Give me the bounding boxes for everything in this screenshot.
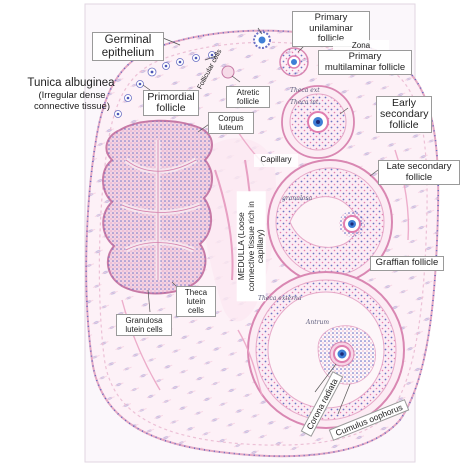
- note-granulosa: granulosa: [282, 195, 313, 202]
- label-tunica-subtitle: (Irregular dense connective tissue): [33, 90, 111, 112]
- corpus-luteum: [102, 119, 213, 295]
- label-atretic-follicle: Atretic follicle: [226, 86, 270, 108]
- label-primordial-follicle: Primordial follicle: [143, 90, 199, 116]
- label-germinal-epithelium: Germinal epithelium: [92, 32, 164, 61]
- label-graffian-follicle: Graffian follicle: [370, 256, 444, 271]
- label-medulla: MEDULLA (Loose connective tissue rich in…: [236, 191, 266, 302]
- label-tunica-albuginea: Tunica albuginea: [27, 77, 115, 89]
- label-theca-lutein-cells: Theca lutein cells: [176, 286, 216, 317]
- note-theca-externa: Theca externa: [258, 295, 302, 302]
- note-antrum: Antrum: [306, 319, 330, 326]
- label-late-secondary-follicle: Late secondary follicle: [378, 160, 460, 185]
- label-capillary: Capillary: [254, 154, 298, 167]
- note-theca-int: Theca int: [290, 99, 319, 106]
- early-secondary-follicle: [281, 85, 355, 159]
- atretic-follicle: [221, 65, 235, 79]
- primary-unilaminar-follicle: [253, 31, 271, 49]
- primary-multilaminar-follicle: [279, 47, 309, 77]
- label-early-secondary-follicle: Early secondary follicle: [376, 96, 432, 133]
- late-secondary-follicle: [267, 159, 393, 285]
- label-granulosa-lutein-cells: Granulosa lutein cells: [116, 314, 172, 336]
- label-primary-multilaminar-follicle: Primary multilaminar follicle: [318, 50, 412, 75]
- note-theca-ext: Theca ext: [290, 87, 320, 94]
- graffian-follicle: [247, 271, 405, 429]
- label-corpus-luteum: Corpus luteum: [208, 112, 254, 134]
